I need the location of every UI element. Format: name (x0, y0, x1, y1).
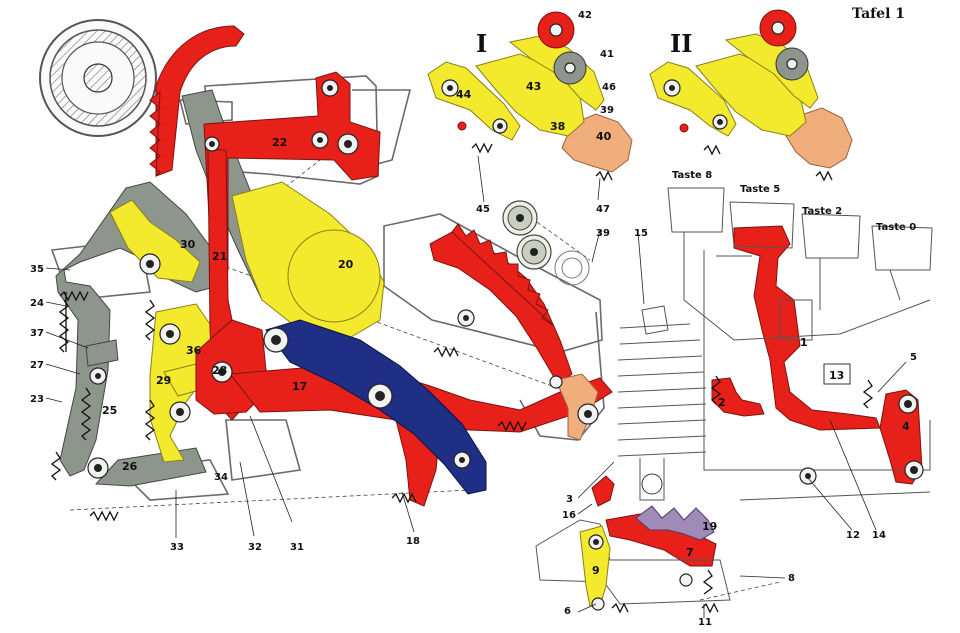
label-14: 14 (872, 530, 886, 541)
label-40: 40 (596, 130, 612, 143)
gears (502, 200, 590, 286)
label-20: 20 (338, 258, 354, 271)
label-32: 32 (248, 542, 262, 553)
label-24: 24 (30, 298, 44, 309)
label-15: 15 (634, 228, 648, 239)
label-11: 11 (698, 617, 712, 628)
label-18: 18 (406, 536, 420, 547)
gear-gray-lower (516, 234, 552, 270)
label-4: 4 (902, 420, 910, 433)
label-31: 31 (290, 542, 304, 553)
plate-title: Tafel 1 (852, 6, 905, 22)
label-8: 8 (788, 573, 795, 584)
label-9: 9 (592, 564, 600, 577)
label-5: 5 (910, 352, 917, 363)
detail-view-1: I (427, 11, 605, 141)
label-17: 17 (292, 380, 307, 393)
label-34: 34 (214, 472, 228, 483)
label-41: 41 (600, 49, 614, 60)
springs (50, 142, 874, 614)
gear-gray-view1 (553, 51, 587, 85)
label-19: 19 (702, 520, 717, 533)
label-47: 47 (596, 204, 610, 215)
red-parts (149, 25, 923, 567)
label-45: 45 (476, 204, 490, 215)
key-0-cap (871, 225, 933, 271)
keyboard-keys: Taste 8 Taste 5 Taste 2 Taste 0 (667, 170, 933, 501)
key-label-8: Taste 8 (672, 170, 712, 181)
label-26: 26 (122, 460, 138, 473)
label-16: 16 (562, 510, 576, 521)
label-1: 1 (800, 336, 808, 349)
detail-numeral-2: II (670, 29, 692, 58)
label-30: 30 (180, 238, 196, 251)
label-29: 29 (156, 374, 171, 387)
label-13: 13 (829, 369, 844, 382)
label-33: 33 (170, 542, 184, 553)
label-3: 3 (566, 494, 573, 505)
violet-part (635, 505, 715, 541)
comb-stack (617, 305, 707, 501)
label-35: 35 (30, 264, 44, 275)
label-21: 21 (212, 250, 227, 263)
gear-red-view2 (759, 9, 797, 47)
gear-outline-right (554, 250, 590, 286)
orange-parts (555, 107, 853, 441)
label-22: 22 (272, 136, 287, 149)
label-28: 28 (212, 364, 227, 377)
gear-red-view1 (537, 11, 575, 49)
detail-numeral-1: I (476, 29, 487, 58)
label-46: 46 (602, 82, 616, 93)
label-27: 27 (30, 360, 44, 371)
label-7: 7 (686, 546, 694, 559)
label-36: 36 (186, 344, 202, 357)
label-23: 23 (30, 394, 44, 405)
bottom-mechanism (535, 519, 781, 607)
label-2: 2 (718, 396, 726, 409)
key-2-cap (801, 213, 861, 259)
pivot-pins (87, 79, 924, 611)
key-8-cap (667, 187, 725, 233)
detail-view-2: II (649, 9, 819, 137)
gear-gray-upper (502, 200, 538, 236)
key-label-0: Taste 0 (876, 222, 916, 233)
label-39-top: 39 (600, 105, 614, 116)
leader-lines (45, 155, 907, 618)
label-37: 37 (30, 328, 44, 339)
label-43: 43 (526, 80, 541, 93)
key-label-2: Taste 2 (802, 206, 842, 217)
hatched-wheel (39, 19, 157, 137)
label-42: 42 (578, 10, 592, 21)
label-39-mid: 39 (596, 228, 610, 239)
part-labels: 1 2 3 4 5 6 7 8 9 11 12 13 14 15 16 17 1… (30, 10, 917, 628)
label-44: 44 (456, 88, 472, 101)
label-6: 6 (564, 606, 571, 617)
label-38: 38 (550, 120, 565, 133)
key-5-cap (729, 201, 795, 249)
label-25: 25 (102, 404, 117, 417)
key-label-5: Taste 5 (740, 184, 780, 195)
gear-gray-view2 (775, 47, 809, 81)
label-12: 12 (846, 530, 860, 541)
